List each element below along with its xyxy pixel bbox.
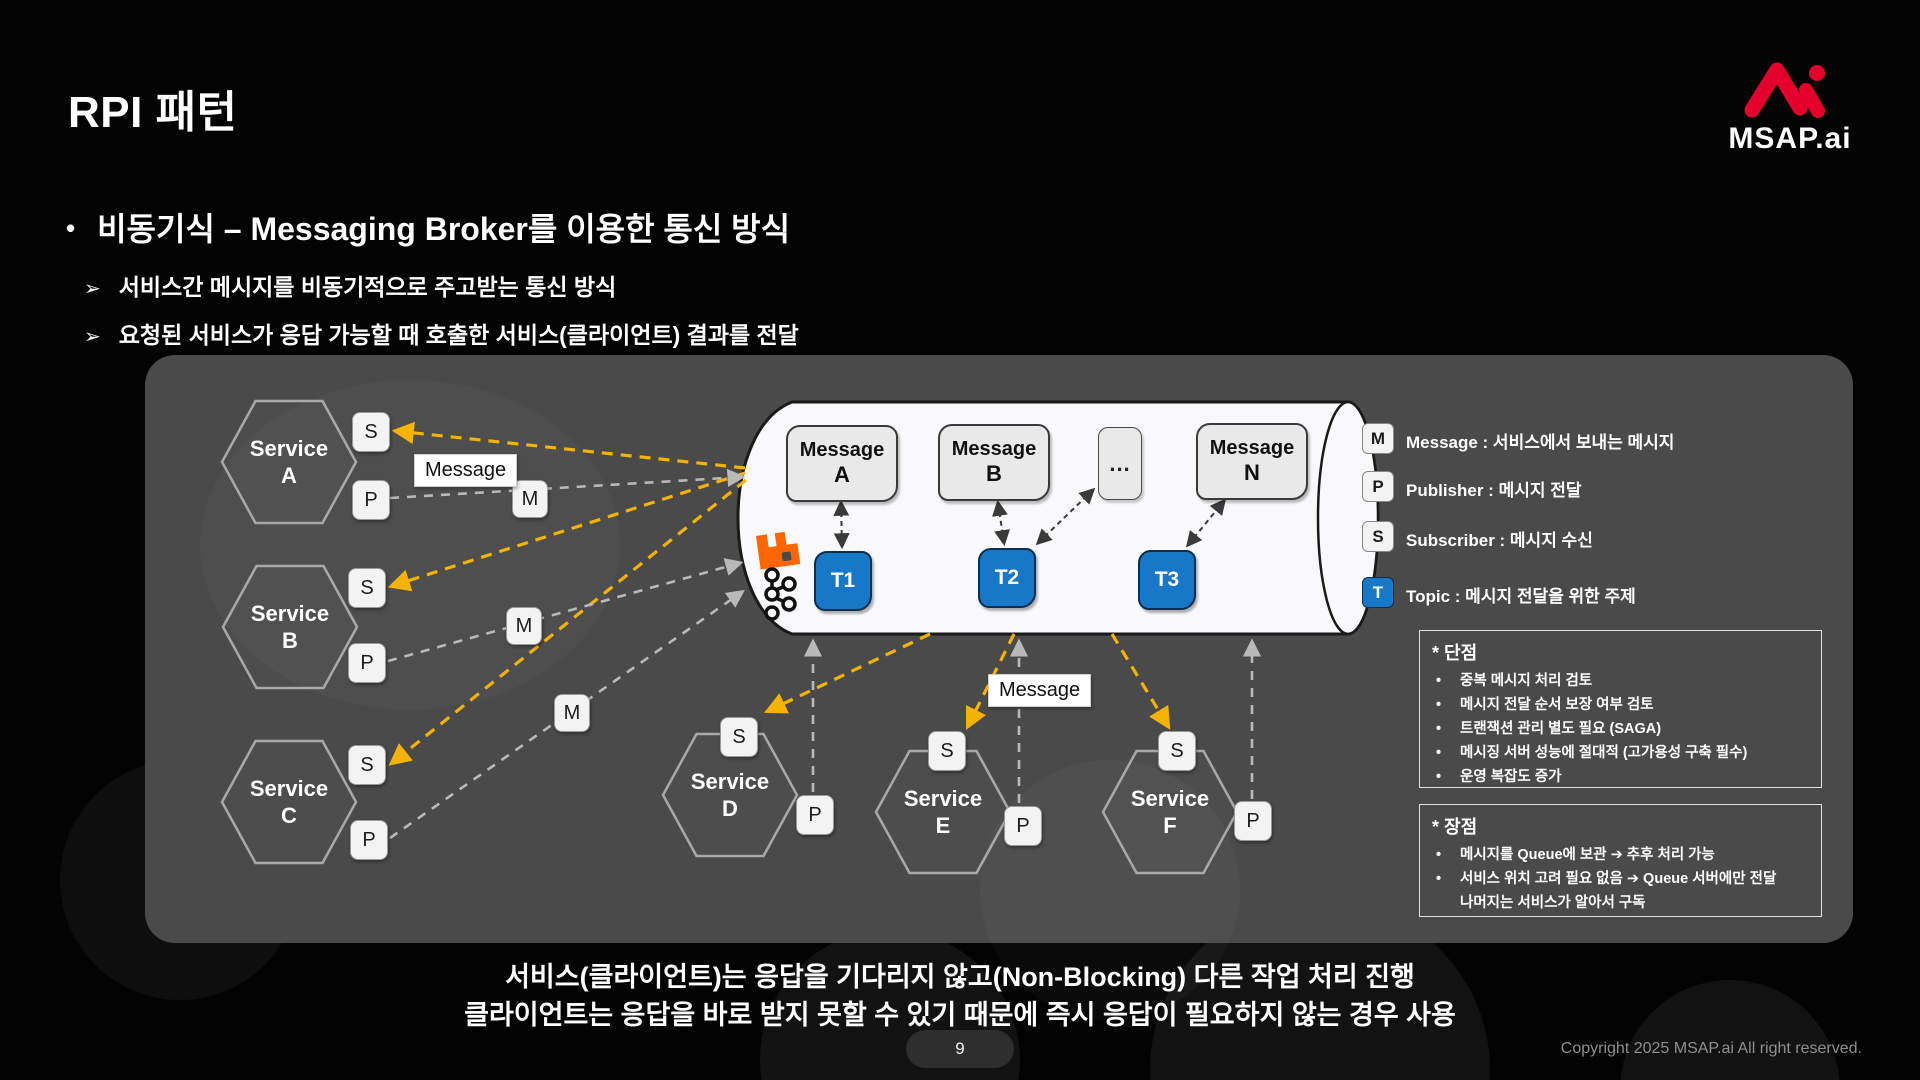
topic-box-t2: T2 (978, 548, 1036, 608)
service-b-subscriber-badge: S (348, 568, 386, 608)
sub-bullet-1-text: 서비스간 메시지를 비동기적으로 주고받는 통신 방식 (118, 274, 617, 300)
message-box-dots: ... (1098, 427, 1142, 500)
service-e-publisher-badge: P (1004, 806, 1042, 846)
message-box-a: Message A (786, 425, 898, 502)
message-label-bottom: Message (988, 674, 1092, 707)
msap-logo: MSAP.ai (1690, 58, 1890, 158)
publish-arrows (387, 468, 1262, 840)
footer-line-2: 클라이언트는 응답을 바로 받지 못할 수 있기 때문에 즉시 응답이 필요하지… (464, 1000, 1456, 1030)
legend-publisher-badge: P (1362, 471, 1394, 502)
service-c-subscriber-badge: S (348, 745, 386, 785)
subscribe-arrows (387, 421, 1171, 766)
main-bullet-text: 비동기식 – Messaging Broker를 이용한 통신 방식 (97, 211, 791, 247)
sub-bullet-1: ➢ 서비스간 메시지를 비동기적으로 주고받는 통신 방식 (84, 268, 616, 302)
page-number: 9 (906, 1030, 1014, 1068)
msap-logo-text: MSAP.ai (1728, 122, 1852, 155)
pros-box: * 장점 •메시지를 Queue에 보관 ➔ 추후 처리 가능 •서비스 위치 … (1419, 804, 1822, 917)
sub-bullet-2-text: 요청된 서비스가 응답 가능할 때 호출한 서비스(클라이언트) 결과를 전달 (118, 322, 799, 348)
sub-bullet-2: ➢ 요청된 서비스가 응답 가능할 때 호출한 서비스(클라이언트) 결과를 전달 (84, 316, 799, 350)
message-box-b: Message B (938, 424, 1050, 501)
topic-box-t1: T1 (814, 551, 872, 611)
hexagon-service-d (661, 732, 799, 858)
legend-topic-badge: T (1362, 577, 1394, 608)
service-f-publisher-badge: P (1234, 801, 1272, 841)
hexagon-service-c (220, 739, 358, 865)
cons-item: •중복 메시지 처리 검토 (1436, 673, 1593, 689)
pros-title: * 장점 (1432, 817, 1478, 837)
message-badge-2: M (506, 607, 542, 645)
cons-box: * 단점 •중복 메시지 처리 검토 •메시지 전달 순서 보장 여부 검토 •… (1419, 630, 1822, 788)
cons-item: •메시지 전달 순서 보장 여부 검토 (1436, 697, 1654, 713)
arrow-marker: ➢ (84, 326, 101, 348)
pros-item: •메시지를 Queue에 보관 ➔ 추후 처리 가능 (1436, 847, 1715, 863)
cons-item: •트랜잭션 관리 별도 필요 (SAGA) (1436, 721, 1662, 737)
rabbitmq-icon (755, 531, 801, 570)
topic-message-arrows (833, 487, 1227, 550)
legend-topic-text: Topic : 메시지 전달을 위한 주제 (1406, 587, 1636, 606)
legend-message-badge: M (1362, 423, 1394, 454)
hexagon-service-a (220, 399, 358, 525)
legend-subscriber-badge: S (1362, 521, 1394, 552)
service-b-publisher-badge: P (348, 643, 386, 683)
cons-item: •메시징 서버 성능에 절대적 (고가용성 구축 필수) (1436, 745, 1748, 761)
service-e-subscriber-badge: S (928, 731, 966, 771)
cons-title: * 단점 (1432, 643, 1478, 663)
service-c-publisher-badge: P (350, 820, 388, 860)
service-d-publisher-badge: P (796, 795, 834, 835)
arrow-marker: ➢ (84, 278, 101, 300)
msap-logo-mark (1744, 62, 1825, 118)
service-a-publisher-badge: P (352, 480, 390, 520)
message-badge-3: M (554, 694, 590, 732)
legend-publisher-text: Publisher : 메시지 전달 (1406, 481, 1582, 500)
main-bullet: • 비동기식 – Messaging Broker를 이용한 통신 방식 (66, 204, 790, 250)
cons-item: •운영 복잡도 증가 (1436, 769, 1562, 785)
service-a-subscriber-badge: S (352, 412, 390, 452)
copyright: Copyright 2025 MSAP.ai All right reserve… (1560, 1040, 1862, 1057)
service-hexagons (220, 399, 1239, 875)
service-f-subscriber-badge: S (1158, 731, 1196, 771)
pros-item: •서비스 위치 고려 필요 없음 ➔ Queue 서버에만 전달 (1436, 871, 1777, 887)
kafka-icon (764, 567, 797, 621)
bullet-marker: • (66, 213, 76, 243)
legend-subscriber-text: Subscriber : 메시지 수신 (1406, 531, 1593, 550)
message-label-top: Message (414, 454, 518, 487)
topic-box-t3: T3 (1138, 550, 1196, 610)
message-box-n: Message N (1196, 423, 1308, 500)
message-badge-1: M (512, 480, 548, 518)
cylinder-rim (1316, 400, 1380, 636)
legend-message-text: Message : 서비스에서 보내는 메시지 (1406, 433, 1675, 452)
service-d-subscriber-badge: S (720, 717, 758, 757)
footer-line-1: 서비스(클라이언트)는 응답을 기다리지 않고(Non-Blocking) 다른… (505, 962, 1415, 992)
page-title: RPI 패턴 (68, 88, 238, 137)
hexagon-service-b (221, 564, 359, 690)
pros-item-continued: •나머지는 서비스가 알아서 구독 (1460, 895, 1646, 911)
